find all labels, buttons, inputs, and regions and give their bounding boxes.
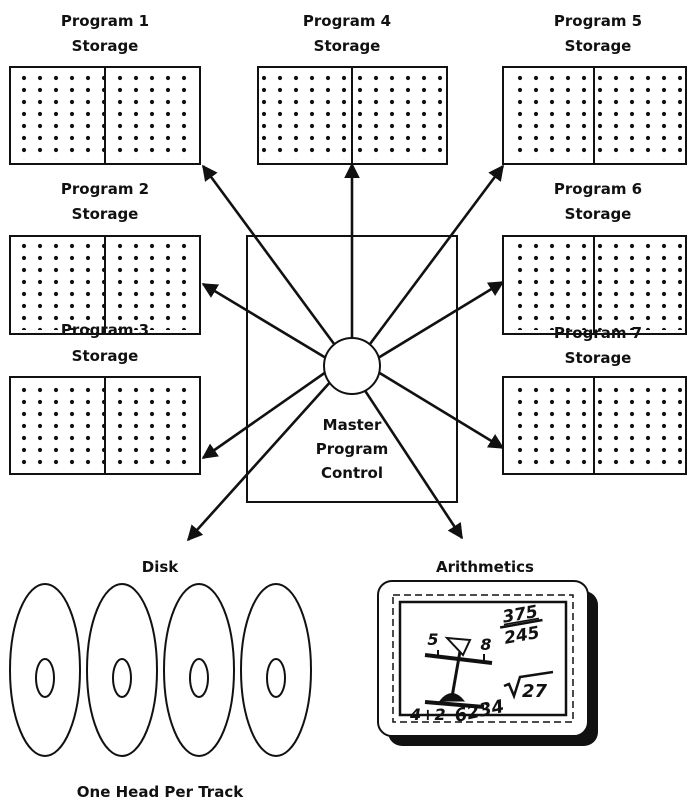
storage-unit-program-3: Program 3 Storage	[10, 321, 200, 474]
storage-unit-program-7: Program 7 Storage	[503, 324, 686, 474]
storage-label-line2: Storage	[565, 205, 632, 223]
storage-label-line2: Storage	[565, 37, 632, 55]
storage-label-line2: Storage	[72, 347, 139, 365]
master-label-line3: Control	[321, 464, 383, 482]
balance-right-weight: 8	[480, 635, 491, 654]
storage-label-line1: Program 2	[61, 180, 149, 198]
storage-label-line2: Storage	[314, 37, 381, 55]
storage-label-line2: Storage	[72, 37, 139, 55]
storage-label-line2: Storage	[72, 205, 139, 223]
disk-caption: One Head Per Track	[77, 783, 244, 801]
storage-label-line1: Program 3	[61, 321, 149, 339]
disk-platter-1	[10, 584, 80, 756]
storage-unit-program-5: Program 5 Storage	[503, 12, 686, 164]
storage-label-line2: Storage	[565, 349, 632, 367]
master-label-line1: Master	[323, 416, 382, 434]
sum-expression: 4+2	[409, 705, 446, 724]
sqrt-value: 27	[522, 681, 548, 702]
disk-platter-2	[87, 584, 157, 756]
storage-unit-program-4: Program 4 Storage	[258, 12, 447, 164]
storage-unit-program-1: Program 1 Storage	[10, 12, 200, 164]
storage-label-line1: Program 7	[554, 324, 642, 342]
control-hub	[324, 338, 380, 394]
storage-label-line1: Program 5	[554, 12, 642, 30]
disk-unit: Disk One Head Per Track	[10, 558, 311, 801]
storage-label-line1: Program 6	[554, 180, 642, 198]
master-label-line2: Program	[316, 440, 389, 458]
disk-platter-3	[164, 584, 234, 756]
balance-left-weight: 5	[427, 630, 438, 649]
storage-label-line1: Program 1	[61, 12, 149, 30]
arithmetics-unit: Arithmetics 5 8 375 245 27 4+2 6234	[378, 558, 598, 746]
arithmetics-label: Arithmetics	[436, 558, 534, 576]
disk-platter-4	[241, 584, 311, 756]
storage-label-line1: Program 4	[303, 12, 391, 30]
storage-unit-program-6: Program 6 Storage	[503, 180, 686, 334]
disk-label: Disk	[142, 558, 180, 576]
storage-unit-program-2: Program 2 Storage	[10, 180, 200, 334]
